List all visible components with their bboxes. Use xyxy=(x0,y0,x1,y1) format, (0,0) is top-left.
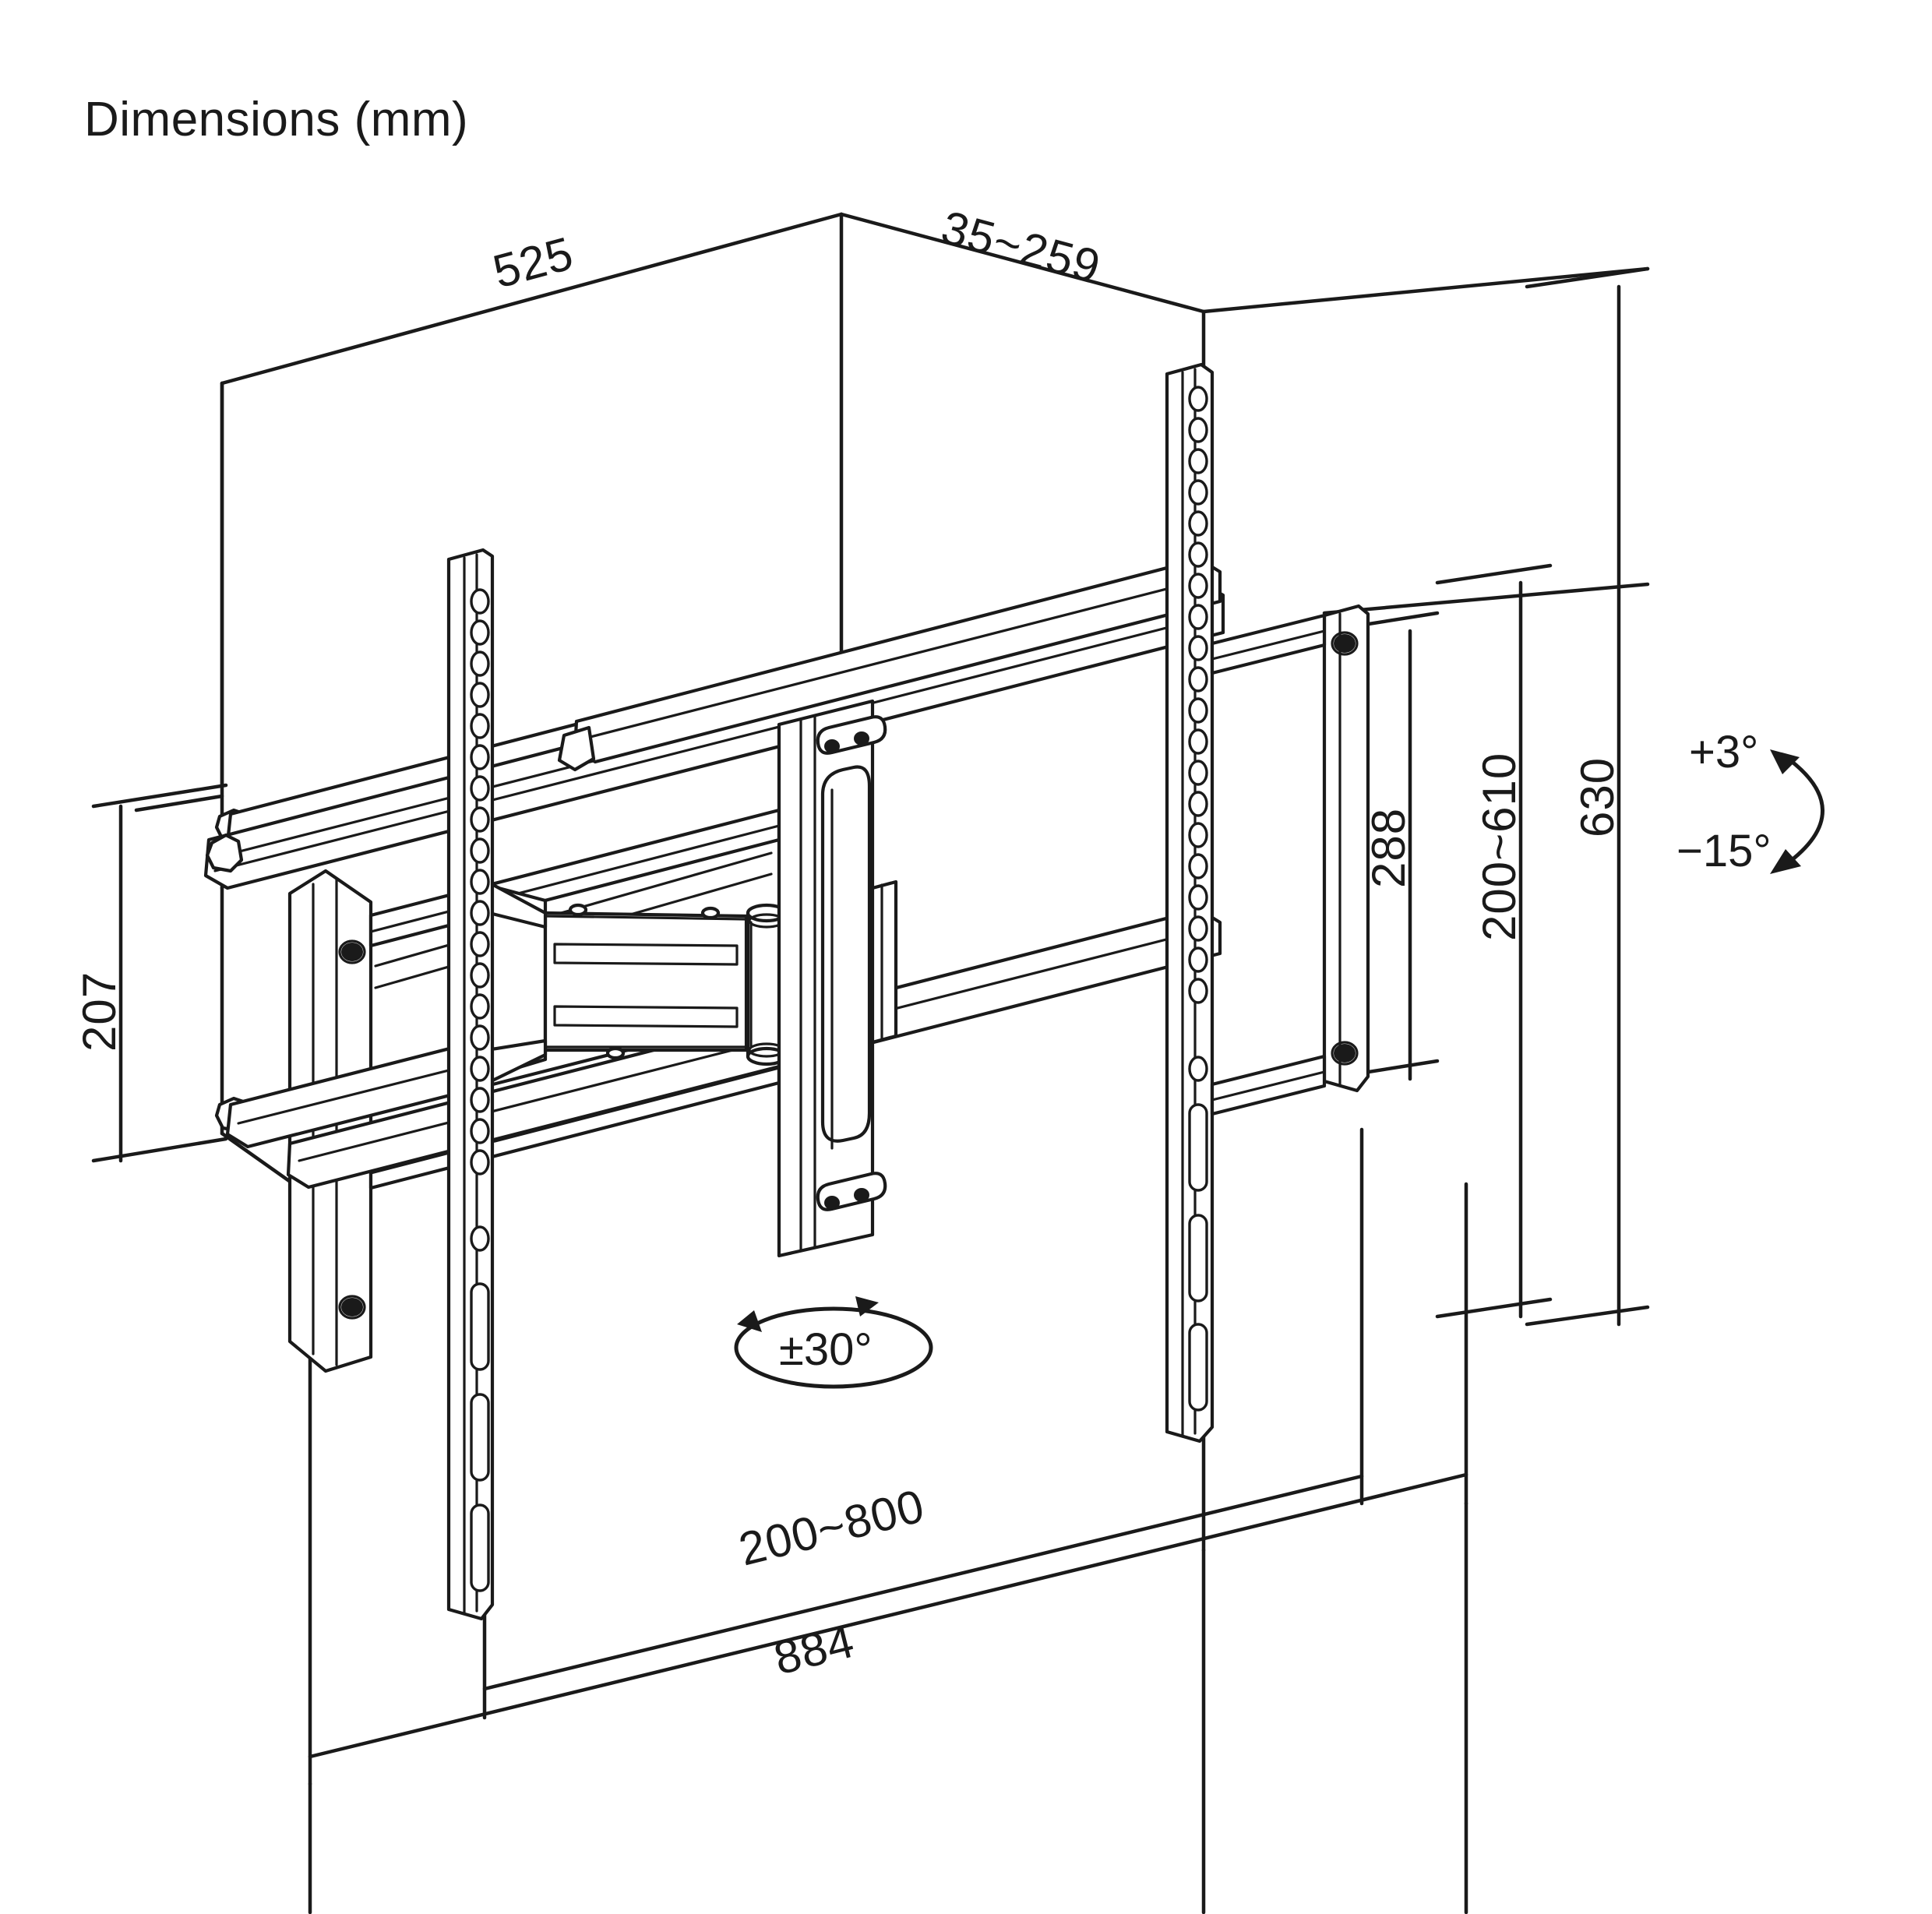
wall-plate-right xyxy=(1210,604,1370,1116)
dim-tick-200-610-bottom xyxy=(1435,1297,1553,1319)
swivel-arrow-left xyxy=(737,1310,762,1332)
vertical-rail-right xyxy=(1165,362,1215,1443)
dim-line-200-800 xyxy=(482,1474,1364,1691)
dim-label-35-259: 35~259 xyxy=(936,201,1106,294)
dim-label-200-800: 200~800 xyxy=(734,1479,929,1576)
rail-holes-left xyxy=(470,588,490,1592)
dim-tick-630-bottom xyxy=(1525,1305,1650,1327)
tilt-rotation-icon xyxy=(1770,749,1824,874)
swivel-rotation-icon xyxy=(734,1296,933,1389)
page-title: Dimensions (mm) xyxy=(84,93,469,146)
tilt-arc xyxy=(1782,753,1824,867)
dim-label-207: 207 xyxy=(73,971,125,1052)
dim-label-630: 630 xyxy=(1571,757,1624,837)
dim-label-525: 525 xyxy=(488,227,579,298)
vesa-center-plate xyxy=(777,699,898,1258)
dim-line-884 xyxy=(308,1472,1468,1759)
angle-label-tilt-down: −15° xyxy=(1676,826,1772,876)
angle-label-swivel: ±30° xyxy=(779,1324,873,1375)
tilt-arrow-up xyxy=(1770,749,1800,774)
angle-labels: +3° −15° ±30° xyxy=(779,727,1772,1375)
wall-edge-left-tick xyxy=(134,794,224,812)
wall-edge-inner-right xyxy=(1322,582,1650,615)
dim-label-288: 288 xyxy=(1363,808,1415,888)
dim-tick-200-610-top xyxy=(1435,563,1553,585)
tilt-arrow-down xyxy=(1770,849,1801,874)
dim-line-35-259 xyxy=(839,212,1206,314)
swivel-arrow-right xyxy=(855,1296,879,1317)
dim-tick-207-top xyxy=(91,783,228,809)
dim-label-884: 884 xyxy=(769,1615,859,1685)
angle-label-tilt-up: +3° xyxy=(1689,727,1758,777)
dim-label-200-610: 200~610 xyxy=(1473,753,1525,941)
dim-line-525 xyxy=(220,212,844,386)
wall-edge-top-right xyxy=(1201,266,1650,314)
dimension-lines xyxy=(91,212,1650,1914)
rail-holes-right xyxy=(1188,386,1208,1412)
vertical-rail-left xyxy=(446,548,495,1621)
dim-tick-207-bottom xyxy=(91,1137,228,1163)
